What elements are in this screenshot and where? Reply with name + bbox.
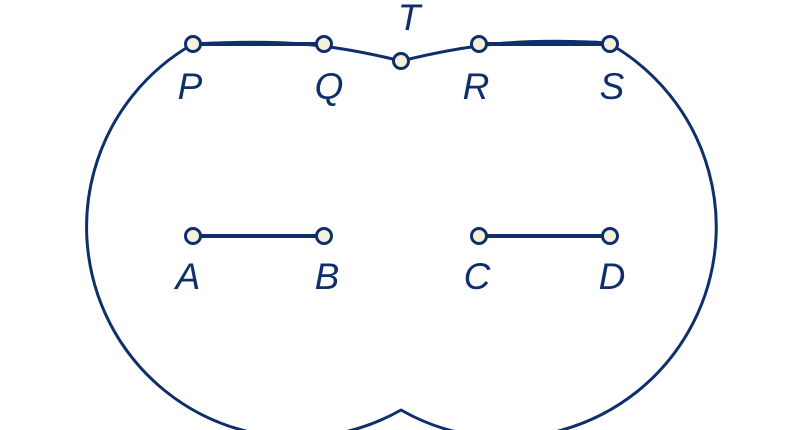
label-d: D xyxy=(599,256,626,297)
point-r xyxy=(470,35,488,53)
label-q: Q xyxy=(315,66,344,107)
label-b: B xyxy=(315,256,340,297)
label-t: T xyxy=(398,0,423,38)
point-a xyxy=(184,227,202,245)
label-a: A xyxy=(174,256,201,297)
label-p: P xyxy=(178,66,203,107)
point-q xyxy=(315,35,333,53)
point-s xyxy=(601,35,619,53)
point-b xyxy=(315,227,333,245)
point-c xyxy=(470,227,488,245)
point-t xyxy=(392,52,410,70)
label-c: C xyxy=(464,256,491,297)
label-s: S xyxy=(600,66,625,107)
point-d xyxy=(601,227,619,245)
label-r: R xyxy=(463,66,490,107)
point-p xyxy=(184,35,202,53)
